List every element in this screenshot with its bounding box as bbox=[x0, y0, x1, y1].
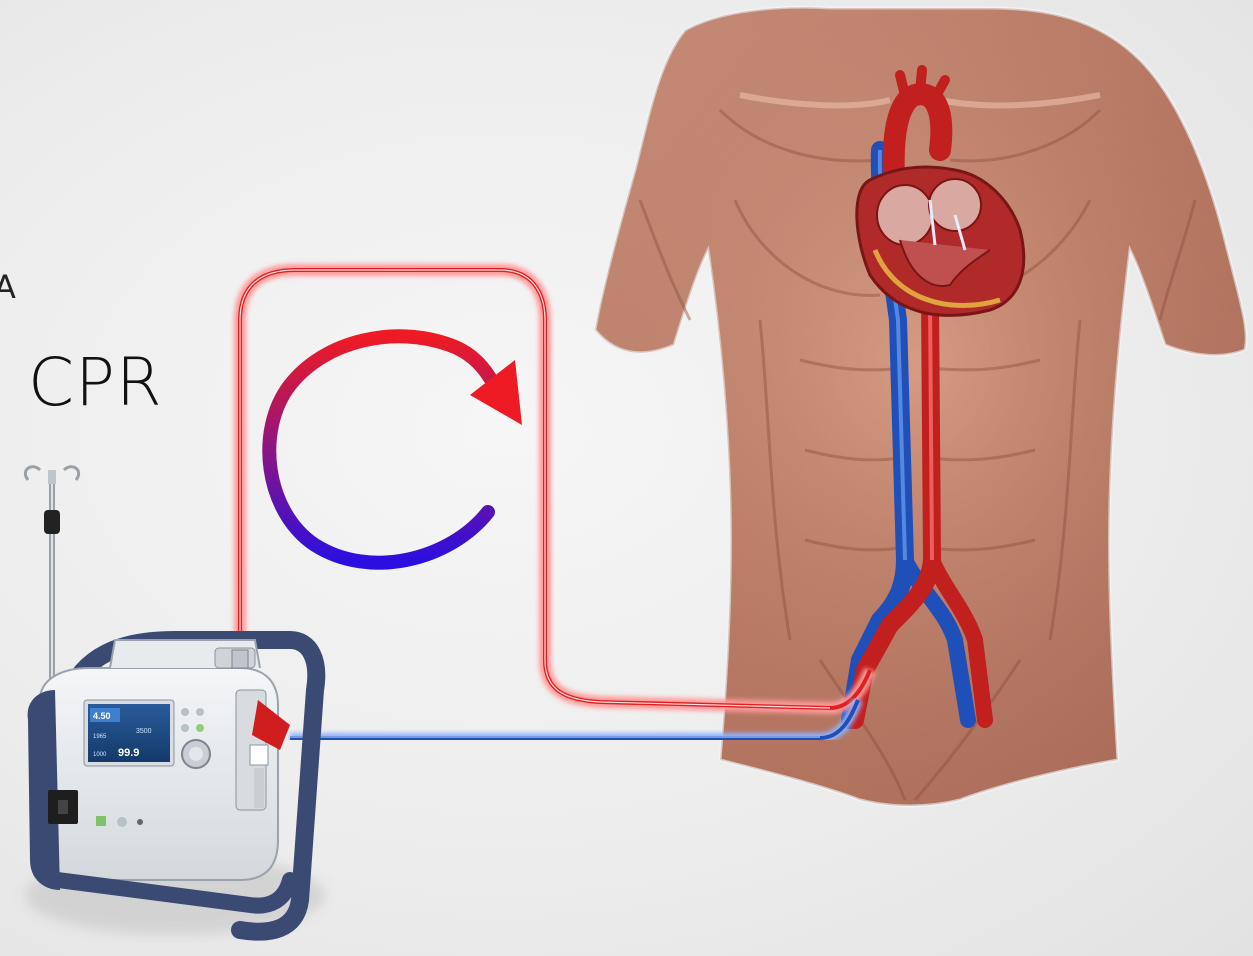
screen-value-a: 1965 bbox=[93, 734, 107, 740]
screen-value-main: 99.9 bbox=[118, 747, 139, 759]
ecmo-console-device: 4.50 3500 1965 99.9 1000 bbox=[25, 467, 325, 935]
screen-value-flow: 4.50 bbox=[93, 711, 111, 721]
torso-illustration bbox=[595, 7, 1246, 806]
screen-value-b: 1000 bbox=[93, 752, 107, 758]
circulation-cycle-arrow bbox=[269, 336, 522, 562]
screen-value-rpm: 3500 bbox=[136, 728, 152, 735]
